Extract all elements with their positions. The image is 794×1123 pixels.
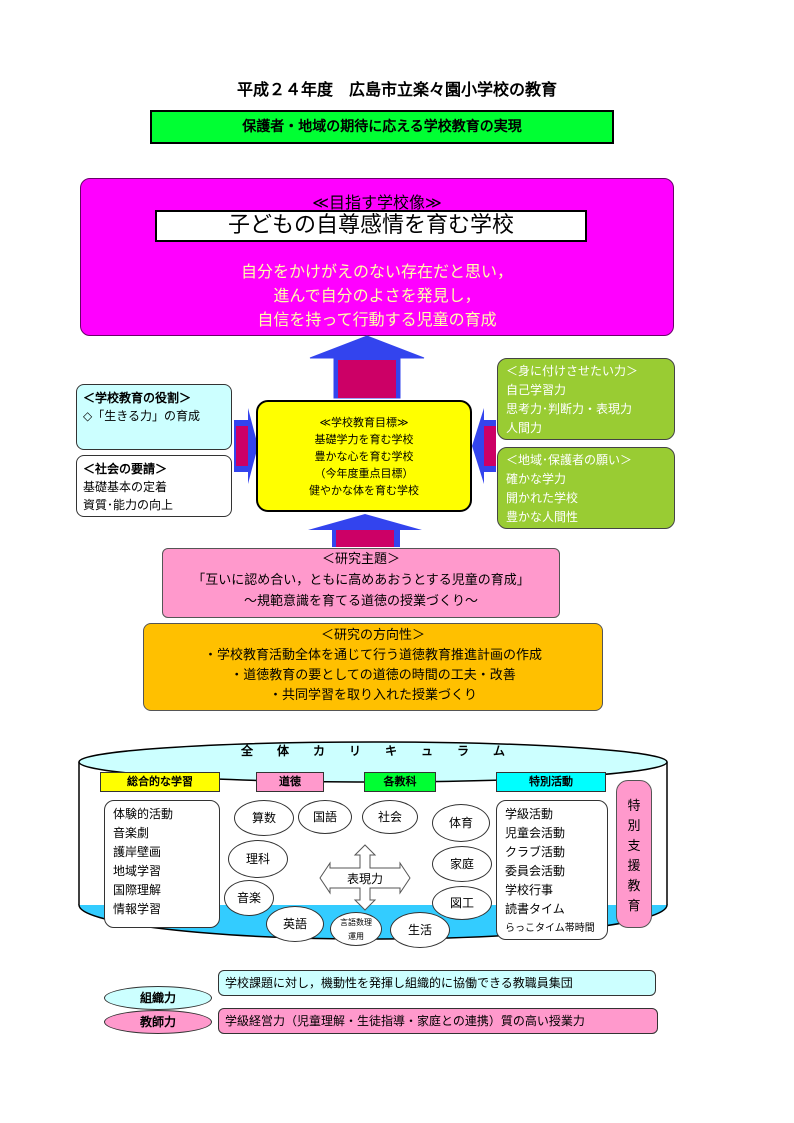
wishes-heading: ＜地域･保護者の願い＞ [506,453,633,467]
subject-ongaku: 音楽 [224,880,274,916]
subject-language-math-line: 運用 [348,932,364,941]
special-support-char: 別 [627,819,641,834]
list-item: 学級活動 [505,807,554,821]
subject-zuko: 図工 [432,886,492,920]
goal-line: ≪学校教育目標≫ [319,416,409,429]
research-direction-line: ・共同学習を取り入れた授業づくり [268,688,477,703]
subject-sansu: 算数 [234,800,294,836]
special-support-char: 特 [627,799,641,814]
tag-moral: 道徳 [256,772,324,792]
special-support-char: 育 [627,899,641,914]
research-direction-line: ・道徳教育の要としての道徳の時間の工夫・改善 [230,668,516,683]
research-theme-subline: ～規範意識を育てる道徳の授業づくり～ [243,594,478,609]
social-demand-heading: ＜社会の要請＞ [83,462,168,476]
abilities-line: 人間力 [506,421,543,435]
special-support-box: 特 別 支 援 教 育 [616,780,652,928]
research-theme-heading: ＜研究主題＞ [321,552,400,567]
list-item: 児童会活動 [505,826,566,840]
integrated-list: 体験的活動 音楽劇 護岸壁画 地域学習 国際理解 情報学習 [104,800,220,928]
research-direction-box: ＜研究の方向性＞ ・学校教育活動全体を通じて行う道徳教育推進計画の作成 ・道徳教… [143,623,603,711]
subject-kokugo: 国語 [298,800,352,834]
subject-seikatsu: 生活 [390,912,450,948]
special-support-char: 援 [627,859,641,874]
school-role-line: ◇「生きる力」の育成 [83,409,200,423]
research-theme-line: 「互いに認め合い，ともに高めあおうとする児童の育成」 [192,573,530,588]
expression-label: 表現力 [346,872,383,886]
subject-shakai: 社会 [362,800,418,834]
up-arrow-inner [338,360,396,398]
list-item: クラブ活動 [505,845,566,859]
subject-taiiku: 体育 [432,804,490,842]
vision-box: ≪目指す学校像≫ [80,178,674,336]
tag-integrated: 総合的な学習 [100,772,220,792]
tag-subjects: 各教科 [364,772,436,792]
list-item: 地域学習 [113,864,162,878]
list-item: 護岸壁画 [113,845,162,859]
subject-eigo: 英語 [266,906,324,942]
wishes-line: 豊かな人間性 [506,510,579,524]
arrow-inner [484,426,496,466]
special-support-char: 教 [627,879,641,894]
vision-heading: ≪目指す学校像≫ [312,193,442,212]
special-support-char: 支 [627,839,641,854]
arrow-inner [236,426,248,466]
social-demand-box: ＜社会の要請＞ 基礎基本の定着 資質･能力の向上 [76,455,232,517]
expression-arrows-icon [319,844,411,911]
list-item: 音楽劇 [113,826,150,840]
organization-label: 組織力 [104,986,212,1010]
list-item: 国際理解 [113,883,162,897]
abilities-box: ＜身に付けさせたい力＞ 自己学習力 思考力･判断力・表現力 人間力 [497,358,675,440]
curriculum-heading: 全 体 カ リ キ ュ ラ ム [240,744,505,758]
special-activities-list: 学級活動 児童会活動 クラブ活動 委員会活動 学校行事 読書タイム らっこタイム… [496,800,608,940]
school-role-heading: ＜学校教育の役割＞ [83,391,192,405]
subject-katei: 家庭 [432,846,492,882]
abilities-line: 思考力･判断力・表現力 [506,402,633,416]
list-item: 情報学習 [113,902,162,916]
social-demand-line: 資質･能力の向上 [83,498,174,512]
goal-line: 健やかな体を育む学校 [309,484,419,497]
teaching-label: 教師力 [104,1010,212,1034]
social-demand-line: 基礎基本の定着 [83,480,168,494]
vision-motto: 子どもの自尊感情を育む学校 [155,210,587,242]
list-item: 学校行事 [505,883,554,897]
teaching-text: 学級経営力（児童理解・生徒指導・家庭との連携）質の高い授業力 [218,1008,658,1034]
wishes-line: 開かれた学校 [506,491,579,505]
subject-language-math: 言語数理 運用 [330,912,382,946]
up-arrow-inner [336,530,394,547]
vision-line: 進んで自分のよさを発見し， [273,286,481,305]
organization-text: 学校課題に対し，機動性を発揮し組織的に協働できる教職員集団 [218,970,656,996]
vision-line: 自信を持って行動する児童の育成 [257,310,497,329]
subject-language-math-line: 言語数理 [340,918,372,927]
abilities-heading: ＜身に付けさせたい力＞ [506,364,639,378]
list-item: 体験的活動 [113,807,174,821]
vision-line: 自分をかけがえのない存在だと思い， [240,262,513,281]
wishes-line: 確かな学力 [506,472,567,486]
abilities-line: 自己学習力 [506,383,567,397]
goal-line: 豊かな心を育む学校 [314,450,414,463]
research-theme-box: ＜研究主題＞ 「互いに認め合い，ともに高めあおうとする児童の育成」 ～規範意識を… [162,548,560,618]
list-item: らっこタイム帯時間 [505,923,595,934]
list-item: 読書タイム [505,902,565,916]
list-item: 委員会活動 [505,864,566,878]
school-goal-box: ≪学校教育目標≫ 基礎学力を育む学校 豊かな心を育む学校 （今年度重点目標） 健… [256,400,472,512]
research-direction-heading: ＜研究の方向性＞ [320,628,425,643]
goal-line: （今年度重点目標） [314,467,414,480]
page-title: 平成２４年度 広島市立楽々園小学校の教育 [236,80,557,99]
school-role-box: ＜学校教育の役割＞ ◇「生きる力」の育成 [76,384,232,450]
subject-rika: 理科 [228,840,288,878]
tag-special: 特別活動 [496,772,606,792]
research-direction-line: ・学校教育活動全体を通じて行う道徳教育推進計画の作成 [203,648,542,663]
vision-description: 自分をかけがえのない存在だと思い， 進んで自分のよさを発見し， 自信を持って行動… [80,260,674,332]
goal-banner: 保護者・地域の期待に応える学校教育の実現 [150,110,614,144]
goal-line: 基礎学力を育む学校 [314,433,414,446]
wishes-box: ＜地域･保護者の願い＞ 確かな学力 開かれた学校 豊かな人間性 [497,447,675,529]
